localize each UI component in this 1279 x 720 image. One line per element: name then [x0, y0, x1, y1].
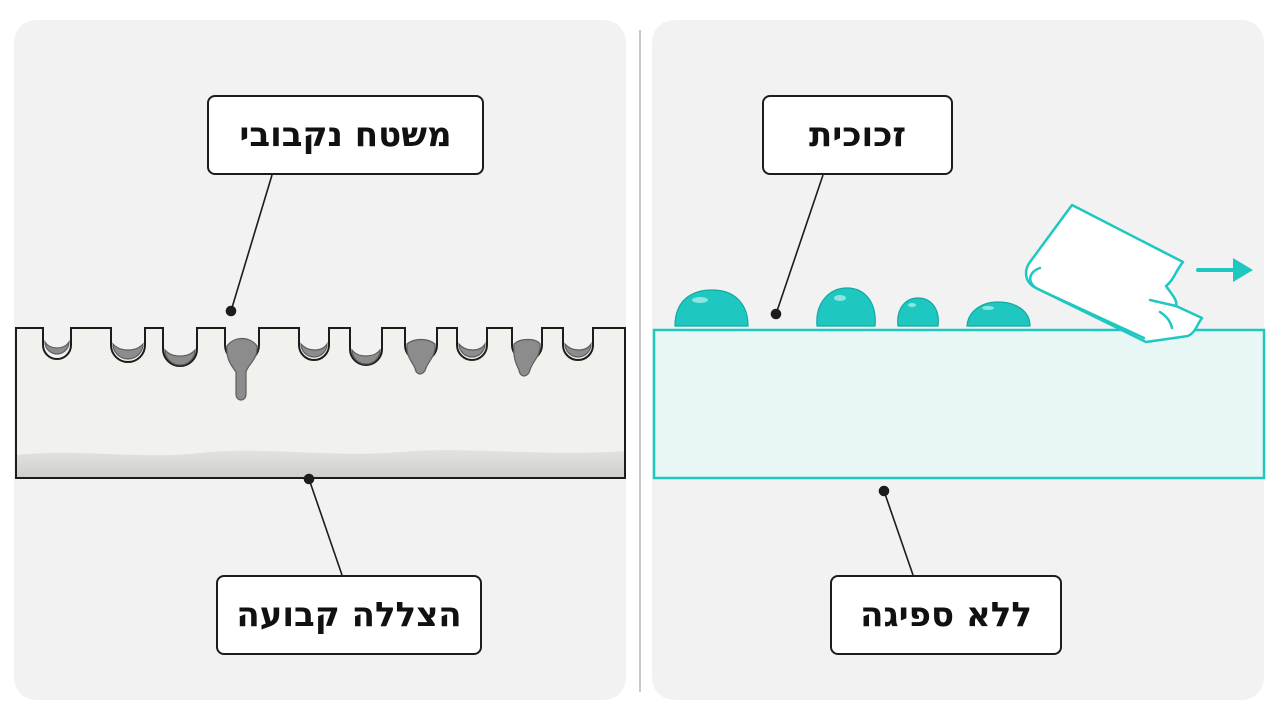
label-no-absorption: ללא ספיגה	[830, 575, 1062, 655]
label-permanent-shadow: הצללה קבועה	[216, 575, 482, 655]
droplet-highlight	[982, 306, 994, 310]
porous-surface-dot	[225, 305, 237, 317]
pore-stain	[164, 348, 196, 366]
pore-stain	[564, 341, 592, 358]
no-absorption-dot	[878, 485, 890, 497]
label-porous-surface-text: משטח נקבובי	[239, 115, 452, 155]
droplet	[897, 297, 939, 327]
porous-bottom-stain	[17, 450, 624, 477]
droplet	[816, 287, 876, 327]
glass-leaders	[770, 174, 914, 576]
pore-stain	[112, 342, 144, 360]
droplet	[674, 289, 749, 327]
pore-stain	[226, 337, 258, 401]
panel-divider	[639, 30, 641, 692]
pore-stains	[44, 337, 592, 401]
droplet-highlight	[834, 295, 846, 301]
label-porous-surface: משטח נקבובי	[207, 95, 484, 175]
glass-dot	[770, 308, 782, 320]
water-droplets	[674, 287, 1031, 327]
cloth-icon	[1024, 203, 1204, 344]
pore-stain	[458, 341, 486, 358]
droplet-highlight	[692, 297, 708, 303]
label-permanent-shadow-text: הצללה קבועה	[236, 595, 462, 635]
label-no-absorption-text: ללא ספיגה	[860, 595, 1032, 635]
label-glass-text: זכוכית	[808, 115, 907, 155]
pore-stain	[44, 339, 70, 355]
porous-leaders	[225, 174, 343, 576]
pore-stain	[351, 348, 381, 365]
shadow-dot	[303, 473, 315, 485]
pore-stain	[300, 341, 328, 358]
label-glass: זכוכית	[762, 95, 953, 175]
arrow-right-icon	[1196, 258, 1253, 282]
pore-stain	[406, 338, 436, 375]
porous-surface-block	[15, 327, 626, 479]
pore-stain	[513, 338, 541, 377]
glass-block	[652, 328, 1266, 480]
droplet-highlight	[908, 303, 916, 307]
droplet	[966, 301, 1031, 327]
